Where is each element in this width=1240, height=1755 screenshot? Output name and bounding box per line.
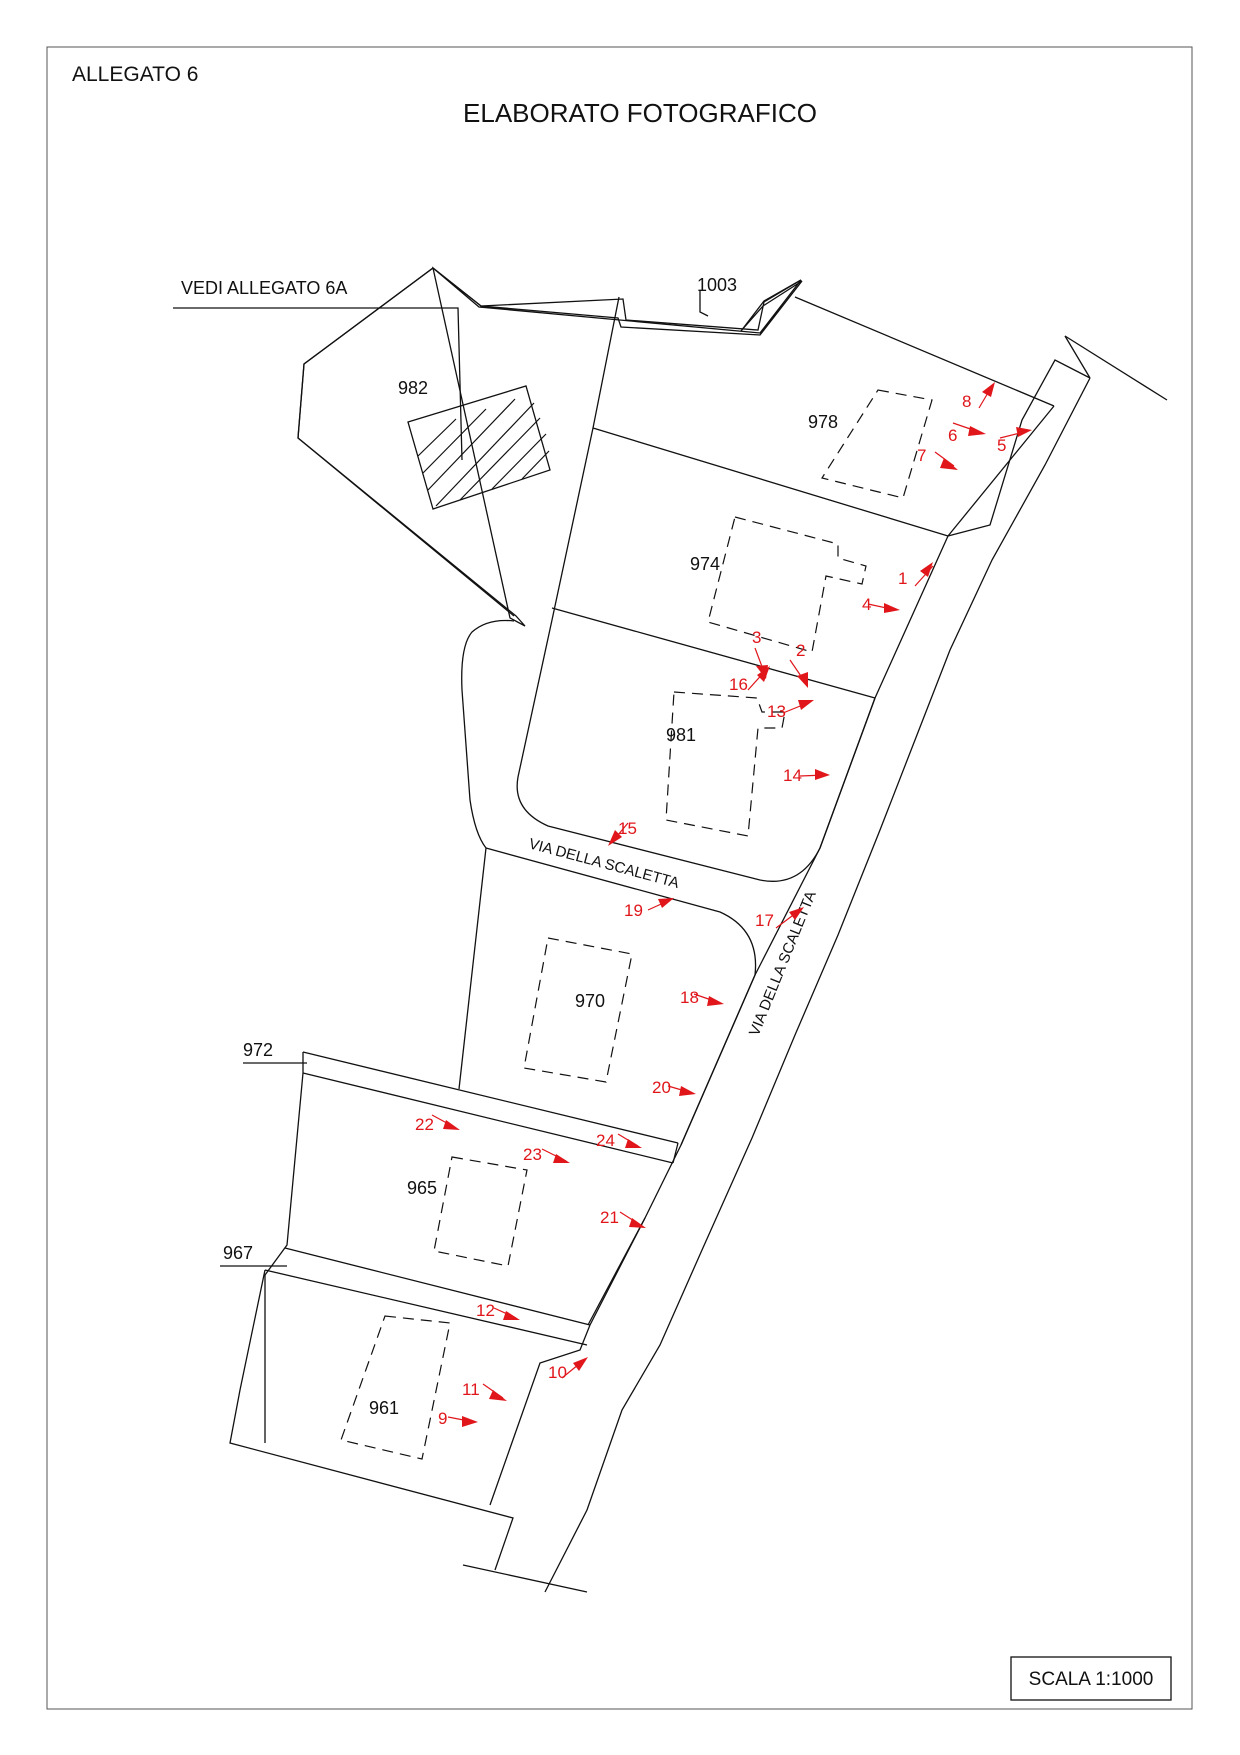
photo-point-18: 18: [680, 988, 699, 1007]
photo-point-8: 8: [962, 392, 971, 411]
parcel-967-strip-south: [264, 1269, 588, 1346]
parcel-label-970: 970: [575, 991, 605, 1011]
road-end-south-cap: [462, 1564, 588, 1593]
parcel-label-974: 974: [690, 554, 720, 574]
building-982-outline: [407, 385, 551, 510]
photo-point-23: 23: [523, 1145, 542, 1164]
parcel-972-strip-east: [672, 1142, 679, 1164]
photo-point-24: 24: [596, 1131, 615, 1150]
photo-point-6: 6: [948, 426, 957, 445]
photo-point-10: 10: [548, 1363, 567, 1382]
building-961: [340, 1315, 451, 1460]
photo-point-14: 14: [783, 766, 802, 785]
main-road-upper-band: [947, 359, 1091, 537]
access-road-north-edge: [485, 847, 757, 1146]
photo-point-21: 21: [600, 1208, 619, 1227]
photo-point-1: 1: [898, 569, 907, 588]
parcel-label-961: 961: [369, 1398, 399, 1418]
parcel-967-strip-north: [284, 1247, 591, 1326]
parcel-972-strip-north: [302, 1051, 679, 1144]
photo-point-20: 20: [652, 1078, 671, 1097]
parcel-982-boundary: [297, 266, 803, 627]
parcel-982-outline: [297, 267, 515, 617]
parcel-label-978: 978: [808, 412, 838, 432]
photo-point-13: 13: [767, 702, 786, 721]
parcel-961-boundary: [229, 1269, 514, 1571]
main-road-west-edge: [589, 535, 949, 1326]
building-974: [707, 516, 867, 653]
parcel-label-1003: 1003: [697, 275, 737, 295]
parcel-label-965: 965: [407, 1178, 437, 1198]
parcel-1003-leader: [699, 290, 709, 317]
parcel-label-967: 967: [223, 1243, 253, 1263]
photo-point-17: 17: [755, 911, 774, 930]
parcel-978-east-edge: [947, 405, 1055, 537]
photo-markers: 1 2 3 4 5 6 7 8 9 10: [415, 382, 1032, 1428]
parcel-972-strip-south: [302, 1072, 674, 1164]
building-981: [665, 691, 786, 837]
photo-point-9: 9: [438, 1409, 447, 1428]
parcel-label-982: 982: [398, 378, 428, 398]
photo-point-7: 7: [917, 446, 926, 465]
scale-label: SCALA 1:1000: [1029, 1669, 1154, 1690]
road-end-north-cap-left: [1064, 335, 1091, 379]
photo-point-3: 3: [752, 628, 761, 647]
scale-box: [1010, 1656, 1172, 1701]
parcel-974-south-edge: [551, 607, 876, 699]
parcel-978-boundary: [551, 296, 620, 621]
parcel-961-inner-notch: [489, 1324, 591, 1506]
parcel-978-south-edge: [592, 427, 949, 537]
attachment-label: ALLEGATO 6: [72, 63, 198, 86]
photo-point-4: 4: [862, 595, 871, 614]
parcel-label-972: 972: [243, 1040, 273, 1060]
parcel-965-west-edge: [264, 1052, 304, 1443]
photo-point-12: 12: [476, 1301, 495, 1320]
photo-point-15: 15: [618, 819, 637, 838]
parcel-label-981: 981: [666, 725, 696, 745]
access-road-west-edge: [458, 619, 515, 1090]
photo-point-19: 19: [624, 901, 643, 920]
parcel-981-boundary: [516, 619, 876, 882]
reference-label: VEDI ALLEGATO 6A: [181, 278, 347, 298]
parcel-1003-top-edge: [432, 267, 802, 331]
sheet-title: ELABORATO FOTOGRAFICO: [463, 98, 817, 128]
building-982-hatching: [417, 398, 550, 507]
building-965: [433, 1156, 528, 1267]
reference-leader-line: [173, 307, 463, 461]
building-978: [821, 389, 933, 499]
parcel-967-road-joint: [587, 1217, 646, 1326]
street-label-upper: VIA DELLA SCALETTA: [527, 835, 681, 891]
main-road-east-edge: [544, 377, 1091, 1593]
photo-point-5: 5: [997, 436, 1006, 455]
road-end-north-cap: [1064, 335, 1168, 401]
photo-point-11: 11: [462, 1380, 480, 1399]
photo-point-2: 2: [796, 641, 805, 660]
parcel-978-north-edge: [794, 296, 1055, 407]
photo-point-16: 16: [729, 675, 748, 694]
photo-point-22: 22: [415, 1115, 434, 1134]
sheet-border: [46, 46, 1193, 1710]
building-970: [523, 937, 633, 1083]
